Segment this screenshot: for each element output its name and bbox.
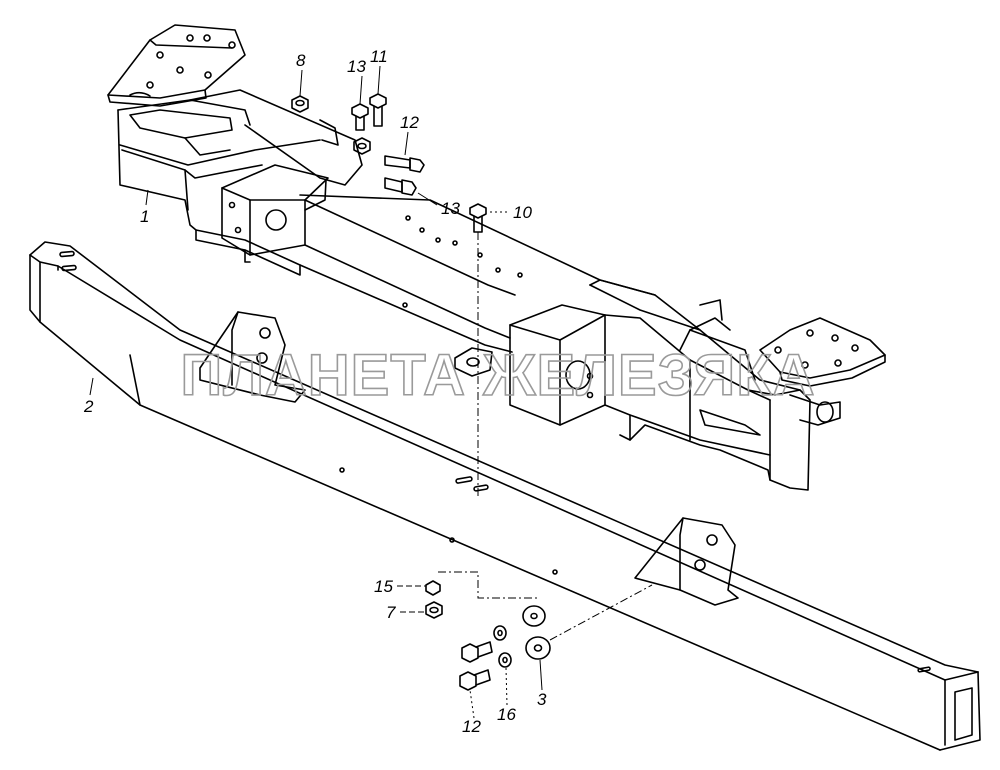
bolt-13-side xyxy=(384,177,417,196)
left-bracket xyxy=(117,109,197,231)
washer-16 xyxy=(493,625,512,668)
left-mounting-plate xyxy=(107,24,246,99)
bolt-10 xyxy=(469,203,487,233)
washer-nut-13 xyxy=(353,137,371,155)
nut-8 xyxy=(291,95,309,113)
left-gusset xyxy=(199,311,306,403)
nut-7 xyxy=(425,601,443,619)
callout-16: 16 xyxy=(497,705,516,724)
callout-11: 11 xyxy=(370,47,388,66)
callout-8: 8 xyxy=(296,51,306,70)
callout-1: 1 xyxy=(140,207,149,226)
bumper-bottom-edge xyxy=(39,261,941,751)
callout-13-side: 13 xyxy=(441,199,460,218)
cross-member-part-1 xyxy=(107,24,886,491)
center-lug xyxy=(454,347,493,377)
callout-2: 2 xyxy=(83,397,94,416)
leader-lines xyxy=(89,65,543,719)
bolt-12-top xyxy=(384,155,425,173)
callout-7: 7 xyxy=(386,603,396,622)
alignment-lines xyxy=(438,232,653,641)
callout-10: 10 xyxy=(513,203,532,222)
callout-3: 3 xyxy=(537,690,547,709)
bumper-part-2 xyxy=(29,241,981,751)
callout-12-bottom: 12 xyxy=(462,717,481,736)
bolt-12-lower-a xyxy=(461,641,493,663)
bolt-11 xyxy=(369,93,387,127)
right-gusset xyxy=(634,517,739,606)
bumper-top-edge xyxy=(29,241,979,673)
callout-15: 15 xyxy=(374,577,393,596)
bolt-12-lower-b xyxy=(459,669,491,691)
callout-12-top: 12 xyxy=(400,113,419,132)
nut-15 xyxy=(425,580,441,596)
bolt-13-top xyxy=(351,103,369,131)
callout-13-top: 13 xyxy=(347,57,366,76)
left-boxed-bracket xyxy=(221,164,329,256)
right-bracket xyxy=(589,279,811,491)
washer-3 xyxy=(522,605,551,660)
watermark-text: ПЛАНЕТА ЖЕЛЕЗЯКА xyxy=(181,343,816,408)
